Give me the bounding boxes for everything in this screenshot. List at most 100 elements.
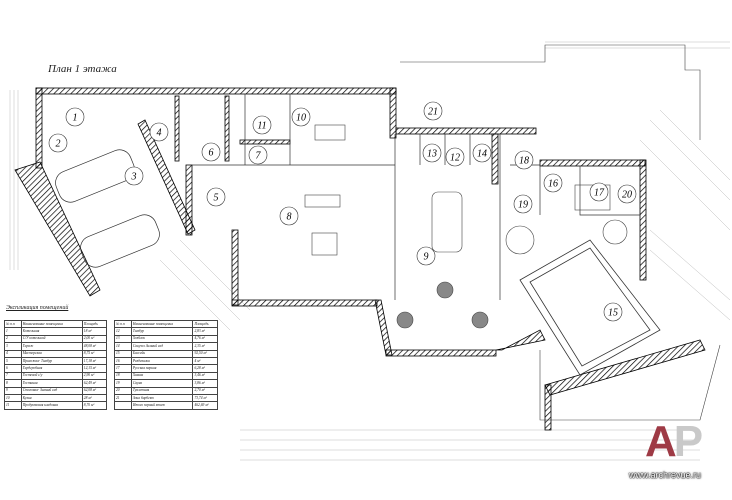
cell-area: 4 м² bbox=[192, 356, 218, 366]
room-marker bbox=[472, 143, 492, 163]
cell-num: 10 bbox=[4, 393, 22, 403]
cell-num: 20 bbox=[114, 386, 132, 395]
cell-num: 6 bbox=[4, 364, 22, 373]
walls bbox=[14, 87, 706, 431]
cell-area: 18 м² bbox=[81, 327, 108, 336]
cell-num: 3 bbox=[4, 342, 22, 351]
cell-num: 1 bbox=[4, 327, 22, 336]
garage-cars bbox=[55, 149, 160, 268]
header-num: № п.п bbox=[4, 319, 22, 329]
header-area: Площадь bbox=[81, 319, 108, 329]
room-marker bbox=[445, 147, 465, 167]
logo-p: P bbox=[673, 417, 703, 466]
cell-num: 7 bbox=[4, 371, 22, 381]
room-marker bbox=[291, 107, 311, 127]
room-marker bbox=[416, 246, 436, 266]
room-marker bbox=[514, 150, 534, 170]
cell-area: 12,15 м² bbox=[81, 364, 108, 373]
cell-area: 8,75 м² bbox=[81, 349, 108, 358]
table-header: № п.п Наименование помещения Площадь bbox=[114, 319, 218, 329]
cell-name: Кухня bbox=[20, 393, 83, 403]
cell-name: Гараж bbox=[20, 342, 83, 351]
cell-num: 15 bbox=[114, 349, 132, 358]
room-marker bbox=[422, 143, 442, 163]
room-marker bbox=[423, 101, 443, 121]
cell-name: Русская парная bbox=[130, 364, 194, 373]
cell-num: 18 bbox=[114, 371, 132, 381]
room-number: 21 bbox=[428, 107, 438, 118]
cell-num: 2 bbox=[4, 334, 22, 344]
terrace-outline bbox=[400, 44, 721, 421]
room-number: 3 bbox=[131, 172, 137, 183]
cell-area: 62,08 м² bbox=[81, 386, 108, 395]
cell-name: Зона барбекю bbox=[130, 393, 194, 403]
room-marker bbox=[252, 115, 272, 135]
room-marker bbox=[149, 122, 169, 142]
swimming-pool bbox=[519, 239, 661, 376]
cell-name: Хозблок bbox=[130, 334, 194, 344]
cell-num bbox=[114, 401, 132, 410]
room-marker bbox=[543, 173, 563, 193]
cell-name: Мастерская bbox=[20, 349, 83, 358]
cell-num: 16 bbox=[114, 356, 132, 366]
cell-area: 62,49 м² bbox=[81, 379, 108, 388]
cell-area: 3,46 м² bbox=[192, 371, 218, 381]
cell-area: 2,70 м² bbox=[192, 386, 218, 395]
cell-name: Хамам bbox=[130, 371, 194, 381]
cell-area: 2,83 м² bbox=[192, 327, 218, 336]
cell-name: Котельная bbox=[20, 327, 83, 336]
room-number: 1 bbox=[73, 113, 78, 124]
cell-num: 8 bbox=[4, 379, 22, 388]
room-number: 6 bbox=[209, 148, 214, 159]
cell-area: 8,70 м² bbox=[81, 401, 108, 410]
room-marker bbox=[124, 166, 144, 186]
cell-num: 19 bbox=[114, 379, 132, 388]
cell-name: С/У котельной bbox=[20, 334, 83, 344]
cell-num: 9 bbox=[4, 386, 22, 395]
room-number: 9 bbox=[424, 252, 429, 263]
room-marker bbox=[603, 302, 623, 322]
cell-num: 4 bbox=[4, 349, 22, 358]
cell-name: Гостиная bbox=[20, 379, 83, 388]
room-marker bbox=[65, 107, 85, 127]
cell-name: Туалетная bbox=[130, 386, 194, 395]
room-marker bbox=[617, 184, 637, 204]
cell-name: Прихожая- Тамбур bbox=[20, 356, 83, 366]
room-number: 19 bbox=[518, 200, 528, 211]
cell-name: Бассейн bbox=[130, 349, 194, 358]
room-number: 7 bbox=[256, 151, 262, 162]
header-area: Площадь bbox=[192, 319, 218, 329]
room-number: 18 bbox=[519, 156, 529, 167]
room-number: 5 bbox=[214, 193, 219, 204]
cell-area: 2,90 м² bbox=[81, 371, 108, 381]
room-marker bbox=[279, 206, 299, 226]
header-name: Наименование помещения bbox=[130, 319, 194, 329]
room-number: 4 bbox=[157, 128, 162, 139]
cell-name: Столовая- Зимний сад bbox=[20, 386, 83, 395]
site-url[interactable]: www.archrevue.ru bbox=[629, 470, 702, 480]
logo-a: A bbox=[645, 417, 677, 466]
cell-area: 92,50 м² bbox=[192, 349, 218, 358]
room-marker bbox=[48, 133, 68, 153]
explication-title: Экспликация помещений bbox=[6, 305, 69, 311]
cell-area: 2,00 м² bbox=[81, 334, 108, 344]
